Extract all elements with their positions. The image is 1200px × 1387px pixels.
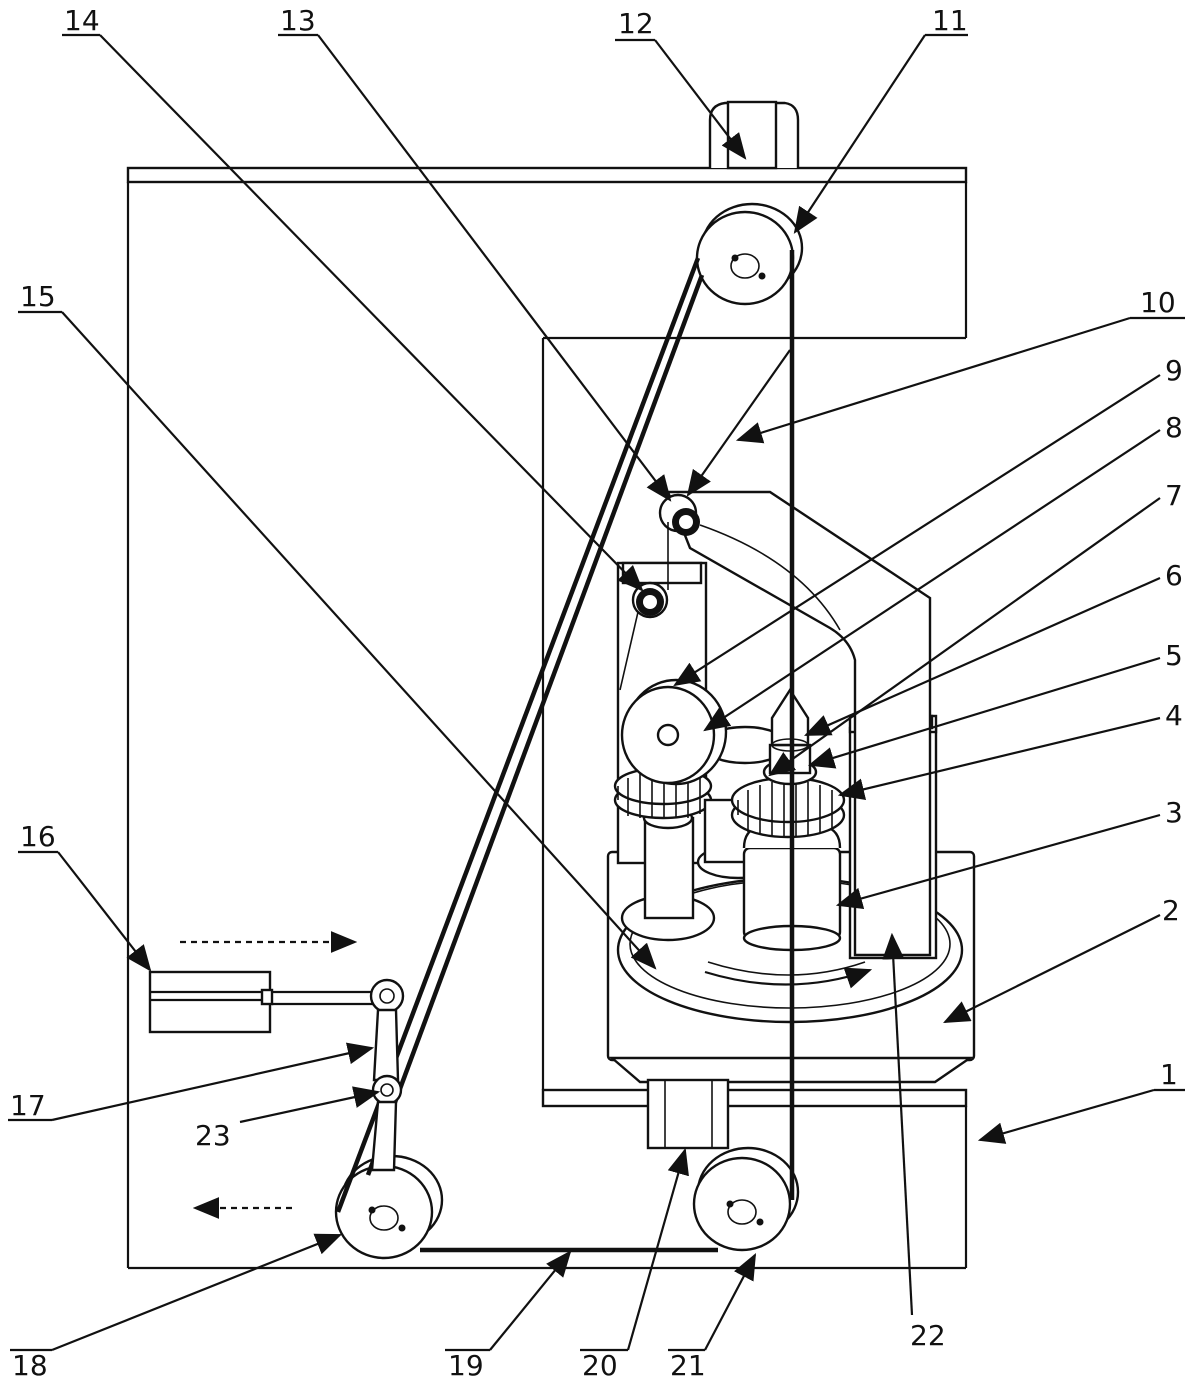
pulley-21 [692, 1146, 800, 1252]
roller-14 [631, 581, 669, 619]
pulley-11 [695, 202, 804, 306]
leader-lines [8, 33, 1185, 1352]
label-11: 11 [932, 4, 968, 37]
linkage-17 [369, 978, 405, 1172]
label-19: 19 [448, 1349, 484, 1382]
label-17: 17 [10, 1089, 46, 1122]
label-6: 6 [1165, 559, 1183, 592]
roller-13 [658, 493, 700, 536]
label-15: 15 [20, 280, 56, 313]
label-22: 22 [910, 1319, 946, 1352]
label-16: 16 [20, 820, 56, 853]
top-bracket-12 [708, 100, 800, 170]
label-18: 18 [12, 1349, 48, 1382]
label-2: 2 [1162, 894, 1180, 927]
label-4: 4 [1165, 699, 1183, 732]
label-3: 3 [1165, 796, 1183, 829]
guide-plate [666, 490, 932, 957]
label-10: 10 [1140, 286, 1176, 319]
label-20: 20 [582, 1349, 618, 1382]
pulley-18 [334, 1154, 444, 1260]
label-1: 1 [1160, 1058, 1178, 1091]
label-9: 9 [1165, 354, 1183, 387]
label-13: 13 [280, 4, 316, 37]
block-20 [646, 1078, 730, 1150]
label-14: 14 [64, 4, 100, 37]
label-8: 8 [1165, 411, 1183, 444]
frame [126, 166, 968, 1270]
label-12: 12 [618, 7, 654, 40]
part-labels: 1 2 3 4 5 6 7 8 9 10 11 12 13 14 15 16 1… [10, 4, 1183, 1382]
label-23: 23 [195, 1119, 231, 1152]
label-5: 5 [1165, 639, 1183, 672]
actuator-16 [148, 970, 376, 1034]
rotation-arrow [704, 967, 873, 989]
label-7: 7 [1165, 479, 1183, 512]
label-21: 21 [670, 1349, 706, 1382]
pulley-8 [620, 678, 728, 786]
shaft-15 [620, 806, 716, 942]
